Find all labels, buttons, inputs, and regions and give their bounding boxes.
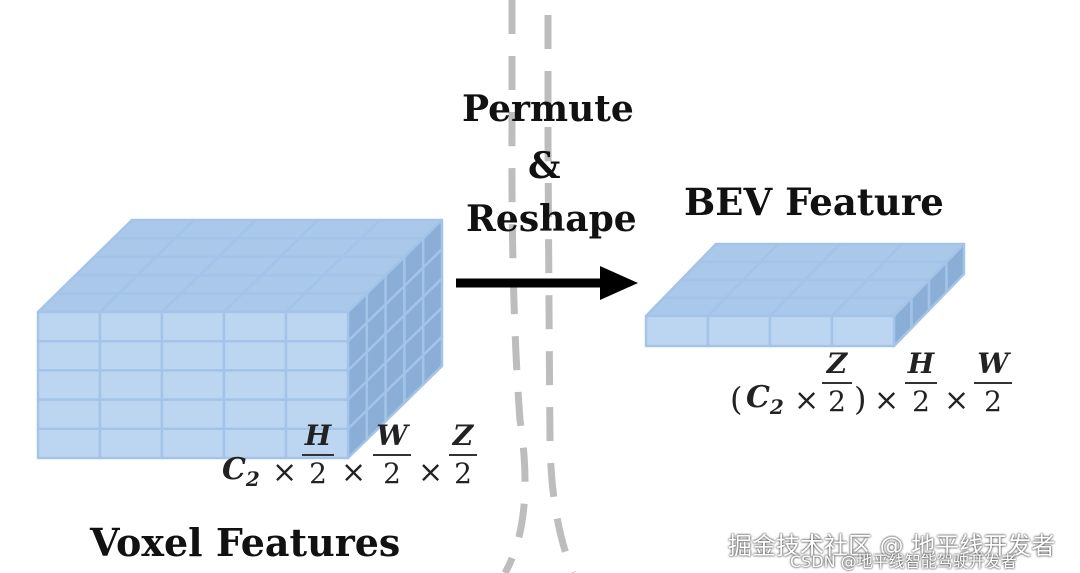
divider-dash-right xyxy=(544,15,577,573)
bev-front-cell xyxy=(644,314,710,348)
voxel-formula-times-2: × xyxy=(341,455,367,490)
voxel-front-cell xyxy=(36,398,102,431)
bev-formula-frac-w: W 2 xyxy=(974,350,1012,416)
voxel-front-cell xyxy=(160,369,226,401)
bev-front-cell xyxy=(768,314,834,348)
bev-front-cell xyxy=(830,314,896,348)
bev-formula-times-2: × xyxy=(874,383,900,418)
bev-formula-open-paren: ( xyxy=(730,380,743,418)
voxel-side-cell xyxy=(421,335,444,386)
voxel-front-cell xyxy=(98,427,164,460)
step-label-permute: Permute xyxy=(462,88,634,130)
voxel-front-cell xyxy=(160,427,226,460)
bev-formula-close-paren: ) xyxy=(854,380,867,418)
watermark-line-2: CSDN @地平线智能驾驶开发者 xyxy=(790,552,1017,571)
divider-dashes xyxy=(501,0,577,573)
voxel-front-cell xyxy=(36,427,102,460)
voxel-formula-frac-z: Z 2 xyxy=(449,422,477,488)
voxel-front-cell xyxy=(160,339,226,372)
bev-front-cell xyxy=(706,314,772,348)
voxel-front-cell xyxy=(222,339,288,372)
voxel-front-cell xyxy=(160,310,226,343)
bev-formula-times-1: × xyxy=(794,383,820,418)
voxel-formula-z: Z xyxy=(452,419,474,452)
voxel-front-cell xyxy=(160,398,226,431)
voxel-formula-h-den: 2 xyxy=(309,457,327,490)
voxel-formula-c: C2 xyxy=(222,452,260,491)
voxel-front-cell xyxy=(98,310,164,343)
bev-formula-w-den: 2 xyxy=(984,385,1002,418)
bev-side-cell xyxy=(945,242,966,294)
divider-dash-left xyxy=(501,0,529,573)
bev-formula-frac-h: H 2 xyxy=(905,350,937,416)
voxel-formula-times-3: × xyxy=(418,455,444,490)
voxel-feature-block xyxy=(36,218,444,460)
bev-feature-block xyxy=(644,242,966,348)
bev-formula-w: W xyxy=(977,347,1009,380)
transform-arrow xyxy=(456,266,638,300)
bev-formula-h: H xyxy=(907,347,935,380)
voxel-front-cell xyxy=(36,339,102,372)
bev-formula-z-den: 2 xyxy=(828,385,846,418)
voxel-formula-w: W xyxy=(376,419,408,452)
bev-formula-c: C2 xyxy=(746,380,784,419)
bev-formula-frac-z: Z 2 xyxy=(822,350,852,416)
voxel-formula-c-subscript: 2 xyxy=(245,467,260,491)
voxel-front-cell xyxy=(222,398,288,431)
voxel-formula-frac-h: H 2 xyxy=(302,422,334,488)
voxel-front-cell xyxy=(284,369,350,401)
bev-formula-times-3: × xyxy=(944,383,970,418)
voxel-front-cell xyxy=(98,369,164,401)
voxel-formula-w-den: 2 xyxy=(383,457,401,490)
voxel-front-cell xyxy=(36,369,102,401)
voxel-front-cell xyxy=(284,339,350,372)
voxel-features-title: Voxel Features xyxy=(90,520,401,565)
voxel-formula-z-den: 2 xyxy=(454,457,472,490)
bev-formula-c-subscript: 2 xyxy=(769,395,784,419)
voxel-front-cell xyxy=(36,310,102,343)
voxel-front-cell xyxy=(98,339,164,372)
voxel-front-cell xyxy=(222,310,288,343)
voxel-formula-times-1: × xyxy=(272,455,298,490)
arrow-head xyxy=(600,266,638,300)
step-label-ampersand: & xyxy=(528,145,561,187)
step-label-reshape: Reshape xyxy=(466,198,637,240)
bev-feature-title: BEV Feature xyxy=(684,180,944,224)
voxel-front-cell xyxy=(284,427,350,460)
bev-formula-h-den: 2 xyxy=(912,385,930,418)
voxel-front-cell xyxy=(98,398,164,431)
watermark-line-1: 掘金技术社区 @ 地平线开发者 xyxy=(728,532,1056,560)
voxel-front-cell xyxy=(222,369,288,401)
voxel-front-cell xyxy=(284,310,350,343)
bev-formula-z: Z xyxy=(826,347,848,380)
voxel-formula-frac-w: W 2 xyxy=(373,422,411,488)
voxel-formula-h: H xyxy=(304,419,332,452)
